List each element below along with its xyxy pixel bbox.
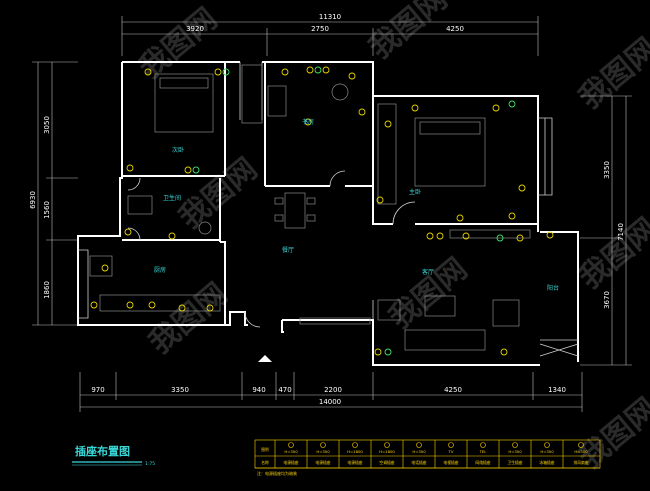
dim-top-segment: 4250 (446, 25, 464, 33)
dim-bottom-segment: 4250 (444, 386, 462, 394)
legend-symbol: H=300 (316, 449, 330, 454)
legend-socket-icon (384, 442, 390, 448)
bed-right (414, 117, 486, 187)
legend-item-name: 电源插座 (347, 460, 362, 465)
legend-name-header: 名称 (261, 460, 269, 465)
watermark-text: 我图网 (133, 1, 224, 86)
dim-bottom-segment: 970 (91, 386, 104, 394)
watermark-text: 我图网 (363, 0, 454, 66)
room-label-master-bedroom: 主卧 (409, 188, 421, 196)
legend-socket-icon (288, 442, 294, 448)
drawing-title-block: 插座布置图 1:75 (72, 444, 155, 467)
room-label-bedroom-left: 次卧 (172, 146, 184, 154)
room-label-bathroom: 卫生间 (163, 194, 181, 202)
watermark-text: 我图网 (573, 211, 650, 296)
legend-symbol: H=300 (412, 449, 426, 454)
entry-arrow-icon (258, 355, 272, 362)
dim-bottom-segment: 3350 (171, 386, 189, 394)
legend-symbol: H=300 (508, 449, 522, 454)
legend-socket-icon (578, 442, 584, 448)
dim-left-segment: 1560 (43, 201, 51, 219)
furniture (89, 64, 531, 351)
legend-table: 图例 名称 H=300 H=300 H=1800 H=1800 H=300 TV… (254, 439, 601, 476)
legend-item-name: 冰箱插座 (539, 460, 554, 465)
dim-left-overall: 6930 (29, 191, 37, 209)
dim-top-segment: 3920 (186, 25, 204, 33)
watermark-text: 我图网 (573, 31, 650, 116)
legend-item-name: 电源插座 (283, 460, 298, 465)
socket-symbols (90, 66, 554, 356)
legend-socket-icon (512, 442, 518, 448)
dim-bottom-segment: 1340 (548, 386, 566, 394)
coffee-table (424, 295, 456, 317)
dim-bottom-overall: 14000 (319, 398, 341, 406)
legend-item-name: 电话插座 (411, 460, 426, 465)
dim-bottom-segment: 940 (252, 386, 265, 394)
legend-symbol: H=1800 (347, 449, 363, 454)
wardrobe-right (377, 103, 397, 205)
bathtub (127, 195, 153, 215)
legend-symbol: TEL (479, 449, 488, 454)
right-dimensions: 3350 3670 7140 (580, 95, 632, 366)
legend-header: 图例 (261, 447, 269, 452)
legend-item-name: 电视插座 (443, 460, 458, 465)
room-label-study: 书房 (302, 118, 314, 126)
sofa (404, 329, 486, 351)
dim-top-overall: 11310 (319, 13, 341, 21)
watermark-text: 我图网 (173, 151, 264, 236)
legend-item-name: 空调插座 (379, 460, 394, 465)
drawing-scale: 1:75 (145, 461, 155, 467)
legend-symbol: H=300 (574, 449, 588, 454)
legend-item-name: 电源插座 (315, 460, 330, 465)
legend-item-name: 卫生插座 (507, 460, 522, 465)
dining-table (284, 192, 306, 229)
legend-socket-icon (352, 442, 358, 448)
room-labels: 次卧 书房 卫生间 餐厅 厨房 主卧 客厅 阳台 (154, 118, 559, 292)
legend-symbol: TV (448, 449, 454, 454)
legend-socket-icon (320, 442, 326, 448)
left-dimensions: 6930 3050 1560 1860 (29, 61, 78, 326)
dim-right-segment: 3350 (603, 161, 611, 179)
dim-bottom-segment: 2200 (324, 386, 342, 394)
legend-note: 注：电源插座均为暗装 (257, 470, 297, 476)
legend-symbol: H=1800 (379, 449, 395, 454)
room-label-living: 客厅 (422, 268, 434, 276)
study-desk (267, 85, 287, 117)
watermark-text: 我图网 (383, 251, 474, 336)
bottom-dimensions: 970 3350 940 470 2200 4250 1340 14000 (79, 372, 583, 412)
legend-tel-icon (480, 442, 486, 448)
watermark-text: 我图网 (143, 276, 234, 361)
dim-left-segment: 1860 (43, 281, 51, 299)
dim-top-segment: 2750 (311, 25, 329, 33)
watermark-layer: 我图网 我图网 我图网 我图网 我图网 我图网 我图网 我图网 (133, 0, 650, 476)
dim-bottom-segment: 470 (278, 386, 291, 394)
room-label-balcony: 阳台 (547, 284, 559, 292)
legend-item-name: 网络插座 (475, 460, 490, 465)
dim-right-segment: 3670 (603, 291, 611, 309)
dim-right-overall: 7140 (617, 223, 625, 241)
top-dimensions: 11310 3920 2750 4250 (121, 13, 539, 56)
dim-left-segment: 3050 (43, 116, 51, 134)
legend-item-name: 排风扇座 (573, 460, 588, 465)
legend-symbol: H=300 (284, 449, 298, 454)
walls (77, 61, 579, 366)
wardrobe (241, 64, 263, 124)
kitchen-counter (99, 294, 221, 312)
legend-tv-icon (448, 442, 454, 448)
legend-socket-icon (544, 442, 550, 448)
room-label-kitchen: 厨房 (154, 266, 166, 274)
drawing-title: 插座布置图 (75, 444, 130, 458)
legend-socket-icon (416, 442, 422, 448)
legend-symbol: H=300 (540, 449, 554, 454)
bed-left (154, 73, 214, 133)
room-label-dining: 餐厅 (282, 246, 294, 254)
